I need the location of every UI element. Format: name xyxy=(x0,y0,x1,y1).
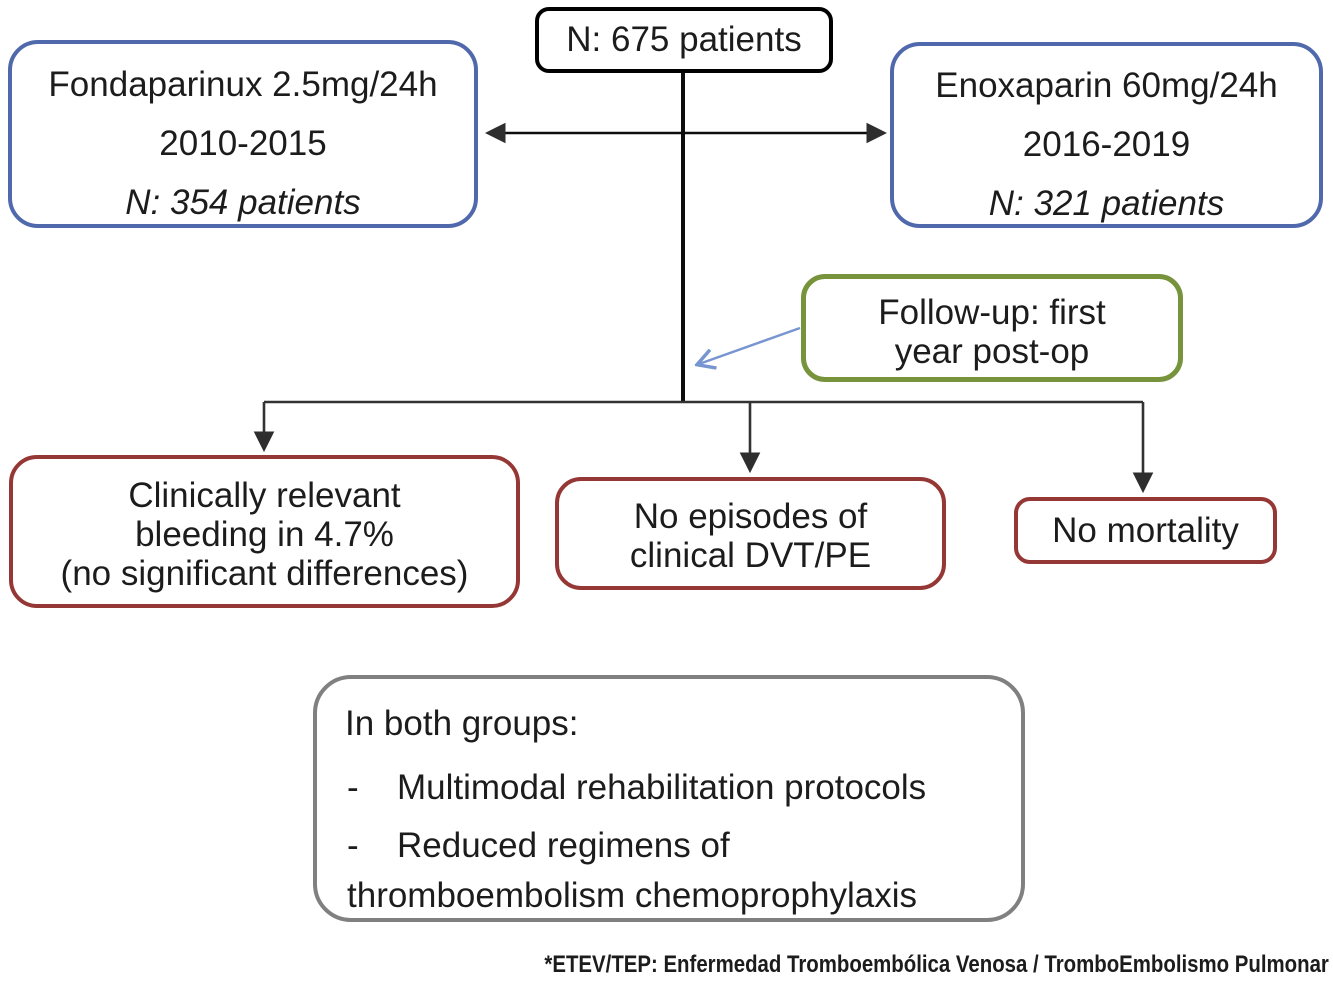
summary-bullet: -Reduced regimens of thromboembolism che… xyxy=(341,821,995,921)
summary-title: In both groups: xyxy=(345,704,579,743)
outcome-text-line: No mortality xyxy=(1052,511,1239,550)
followup-box: Follow-up: first year post-op xyxy=(801,274,1183,382)
bullet-dash: - xyxy=(347,826,359,865)
group-period-label: 2010-2015 xyxy=(159,124,327,163)
followup-label-line: year post-op xyxy=(894,332,1090,371)
summary-bullet-text: Multimodal rehabilitation protocols xyxy=(397,768,927,807)
mortality-outcome-box: No mortality xyxy=(1014,497,1277,564)
outcome-text-line: clinical DVT/PE xyxy=(629,536,872,575)
total-patients-box: N: 675 patients xyxy=(535,7,833,73)
footnote: *ETEV/TEP: Enfermedad Tromboembólica Ven… xyxy=(544,951,1329,978)
group-drug-label: Enoxaparin 60mg/24h xyxy=(935,66,1278,105)
group-n-label: N: 354 patients xyxy=(125,183,361,222)
enoxaparin-group-box: Enoxaparin 60mg/24h 2016-2019 N: 321 pat… xyxy=(890,42,1323,228)
outcome-text-line: Clinically relevant xyxy=(128,476,401,515)
dvt-pe-outcome-box: No episodes of clinical DVT/PE xyxy=(555,477,946,590)
outcome-text-line: bleeding in 4.7% xyxy=(135,515,394,554)
summary-bullet-text: Reduced regimens of thromboembolism chem… xyxy=(347,826,917,915)
outcome-text-line: (no significant differences) xyxy=(60,554,469,593)
summary-bullet: -Multimodal rehabilitation protocols xyxy=(341,763,995,813)
bullet-dash: - xyxy=(347,768,359,807)
total-patients-label: N: 675 patients xyxy=(566,19,802,59)
group-drug-label: Fondaparinux 2.5mg/24h xyxy=(48,65,438,104)
followup-label-line: Follow-up: first xyxy=(878,293,1106,332)
fondaparinux-group-box: Fondaparinux 2.5mg/24h 2010-2015 N: 354 … xyxy=(8,40,478,228)
group-n-label: N: 321 patients xyxy=(988,184,1225,223)
group-period-label: 2016-2019 xyxy=(1022,125,1191,164)
summary-box: In both groups: -Multimodal rehabilitati… xyxy=(313,675,1025,922)
bleeding-outcome-box: Clinically relevant bleeding in 4.7% (no… xyxy=(9,455,520,608)
followup-pointer-arrow xyxy=(699,326,801,364)
outcome-text-line: No episodes of xyxy=(633,497,868,536)
